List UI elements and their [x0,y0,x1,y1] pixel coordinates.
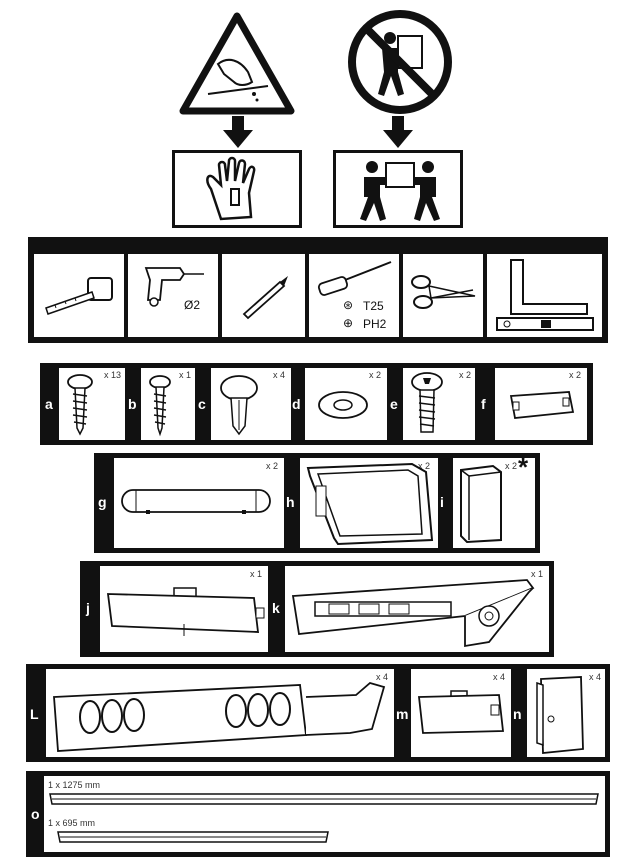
part-letter-L: L [30,706,39,722]
part-qty-f: x 2 [568,370,581,380]
part-letter-e: e [390,396,398,412]
part-letter-a: a [45,396,53,412]
part-letter-i: i [440,494,444,510]
tape-measure-icon [45,277,113,315]
part-cell-o: 1 x 1275 mm 1 x 695 mm [44,776,605,852]
part-letter-m: m [396,706,409,722]
two-person-lift-icon [360,161,440,221]
part-qty-b: x 1 [178,370,191,380]
tool-cell-tape [34,254,124,337]
track-length-long: 1 x 1275 mm [48,780,101,790]
screwdriver-icon [317,261,392,296]
part-qty-k: x 1 [530,569,543,579]
tool-cell-drill: Ø2 [128,254,218,337]
two-person-panel [333,150,463,228]
square-level-icon [496,259,594,331]
tool-cell-pencil [222,254,305,337]
part-cell-i: x 2 [453,458,535,548]
torx-bolt-icon [411,372,443,433]
clip-icon [509,391,575,419]
track-profile-icon [49,793,599,805]
roller-carriage-icon [53,682,386,752]
part-cell-m: x 4 [411,669,511,757]
track-profile-icon [57,831,329,843]
drill-icon [144,267,204,307]
part-qty-j: x 1 [249,569,262,579]
part-cell-n: x 4 [527,669,605,757]
tool-cell-scissors [403,254,483,337]
part-qty-m: x 4 [492,672,505,682]
part-letter-j: j [86,600,90,616]
washer-icon [318,391,368,419]
mount-bracket-icon [291,579,535,648]
part-letter-b: b [128,396,137,412]
part-letter-k: k [272,600,280,616]
small-screw-icon [149,375,171,437]
part-marker-i: * [518,452,529,482]
part-cell-a: x 13 [59,368,125,440]
hinge-plate-icon [536,676,584,754]
end-block-icon [460,464,502,544]
tool-cell-screwdriver: ⊛ T25 ⊕ PH2 [309,254,399,337]
arrow-down-icon [223,116,253,148]
part-qty-L: x 4 [375,672,388,682]
part-letter-g: g [98,494,107,510]
torx-symbol-icon: ⊛ [343,298,354,312]
part-cell-g: x 2 [114,458,284,548]
pencil-icon [242,276,288,320]
part-letter-d: d [292,396,301,412]
part-cell-f: x 2 [495,368,587,440]
part-cell-k: x 1 [285,566,549,652]
part-qty-i: x 2 [504,461,517,471]
phillips-symbol-icon: ⊕ [343,316,354,330]
part-cell-b: x 1 [141,368,195,440]
gloves-panel [172,150,302,228]
push-rivet-icon [220,375,258,436]
part-letter-c: c [198,396,206,412]
part-qty-e: x 2 [458,370,471,380]
drill-bit-label: Ø2 [184,298,201,312]
part-cell-d: x 2 [305,368,387,440]
frame-bracket-icon [306,462,434,546]
no-single-person-lift-icon [348,10,452,114]
pan-head-screw-icon [67,374,93,436]
part-letter-o: o [31,806,40,822]
small-cover-icon [417,690,505,734]
gloves-icon [206,156,256,221]
cut-hazard-icon [179,12,295,115]
scissors-icon [411,275,476,309]
torx-bit-label: T25 [363,299,384,313]
part-cell-h: x 2 [300,458,438,548]
part-qty-a: x 13 [103,370,121,380]
cover-plate-icon [106,587,265,636]
part-qty-d: x 2 [368,370,381,380]
part-qty-c: x 4 [272,370,285,380]
part-letter-n: n [513,706,522,722]
phillips-bit-label: PH2 [363,317,387,331]
tool-cell-square [487,254,602,337]
part-cell-c: x 4 [211,368,291,440]
arrow-down-icon [383,116,413,148]
part-letter-h: h [286,494,295,510]
part-qty-n: x 4 [588,672,601,682]
part-letter-f: f [481,396,486,412]
track-length-short: 1 x 695 mm [48,818,96,828]
part-cell-L: x 4 [46,669,394,757]
part-qty-h: x 2 [417,461,430,471]
part-qty-g: x 2 [265,461,278,471]
rail-cap-icon [121,489,271,514]
part-cell-j: x 1 [100,566,268,652]
part-cell-e: x 2 [403,368,475,440]
